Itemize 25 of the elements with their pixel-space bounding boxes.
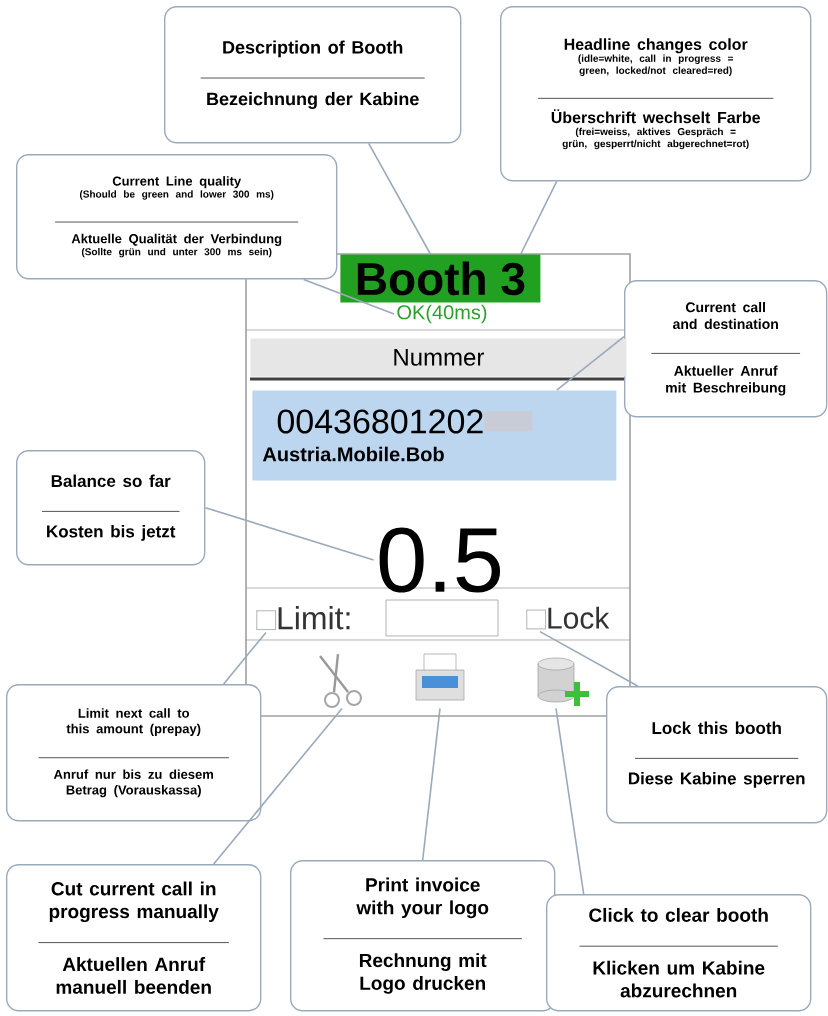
leader-line [556, 335, 625, 391]
status-text: OK(40ms) [397, 304, 487, 324]
printer-icon [415, 653, 465, 701]
callout-bubble: Lock this booth Diese Kabine sperren [606, 686, 828, 824]
leader-line [222, 631, 267, 685]
checkbox-label: Limit: [278, 606, 350, 630]
leader-line [302, 278, 395, 315]
leader-line [520, 180, 558, 255]
callout-bubble: Click to clear booth Klicken um Kabine abzurechnen [546, 894, 812, 1012]
column-header: Nummer [250, 338, 627, 377]
callout-bubble: Description of Booth Bezeichnung der Kabine [164, 6, 462, 144]
leader-line [204, 506, 375, 561]
leader-line [212, 707, 343, 865]
leader-line [421, 707, 441, 861]
callout-bubble: Print invoice with your logo Rechnung mit Logo drucken [290, 860, 556, 1012]
title-bar: Booth 3 [340, 254, 541, 303]
checkbox-label: Lock [548, 606, 610, 629]
leader-line [367, 142, 432, 255]
scissors-icon [319, 653, 362, 708]
callout-bubble: Balance so far Kosten bis jetzt [16, 450, 206, 566]
database-add-icon [537, 657, 589, 706]
selected-call-row: 00436801202 Austria.Mobile.Bob [252, 390, 617, 481]
leader-line [555, 707, 585, 895]
callout-bubble: Cut current call in progress manually Aktuellen Anruf manuell beenden [6, 864, 262, 1012]
balance-amount: 0.5 [379, 527, 501, 593]
